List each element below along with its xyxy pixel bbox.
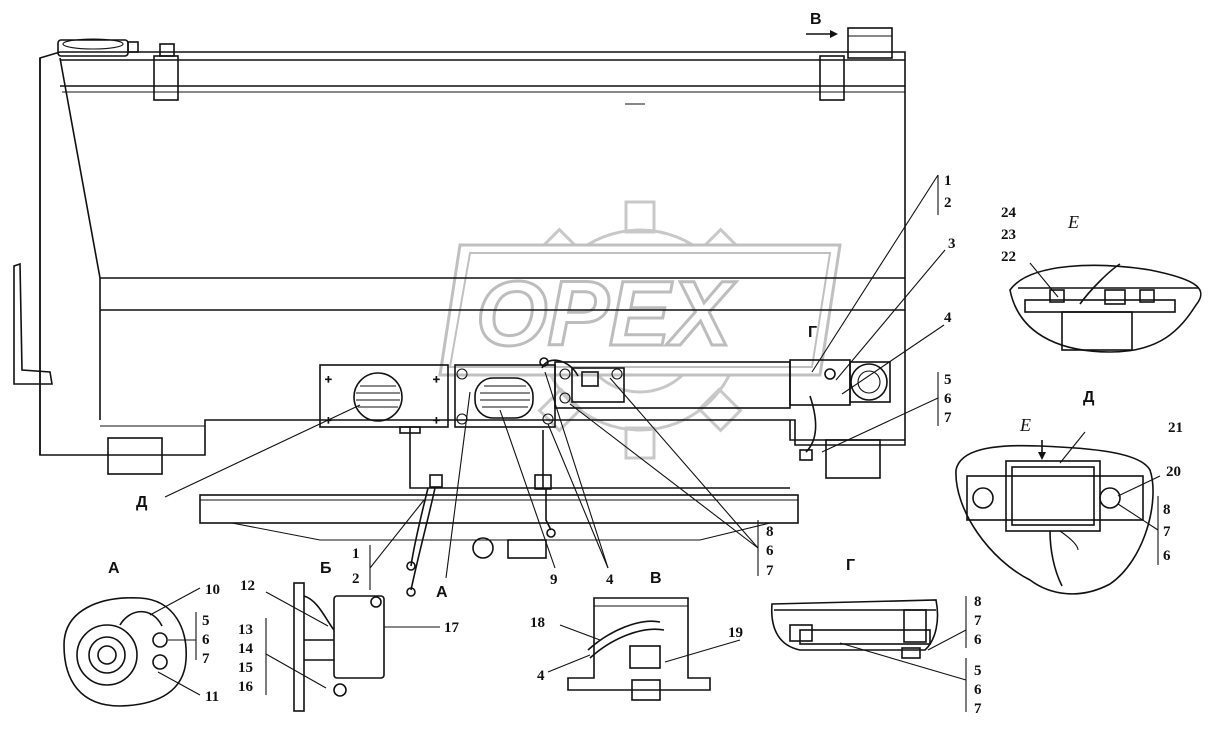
callout-20: 20 bbox=[1166, 464, 1181, 480]
callout-19: 19 bbox=[728, 625, 743, 641]
callout-2: 2 bbox=[352, 571, 360, 587]
callout-8: 8 bbox=[974, 594, 982, 610]
callout-6: 6 bbox=[974, 632, 982, 648]
callout-4: 4 bbox=[606, 572, 614, 588]
front-panels: + + + + bbox=[319, 357, 791, 597]
callout-6: 6 bbox=[944, 391, 952, 407]
callout-labels: 1 2 3 4 5 6 7 1 2 9 4 8 6 7 24 23 22 21 … bbox=[202, 173, 1183, 717]
detail-d bbox=[955, 431, 1161, 595]
callout-5: 5 bbox=[974, 663, 982, 679]
callout-2: 2 bbox=[944, 195, 952, 211]
callout-5: 5 bbox=[202, 613, 210, 629]
callout-3: 3 bbox=[948, 236, 956, 252]
detail-g bbox=[770, 596, 967, 712]
callout-10: 10 bbox=[205, 582, 220, 598]
callout-12: 12 bbox=[240, 578, 255, 594]
view-label-v: В bbox=[810, 11, 822, 28]
callout-22: 22 bbox=[1001, 249, 1016, 265]
callout-1: 1 bbox=[352, 546, 360, 562]
callout-7: 7 bbox=[974, 613, 982, 629]
view-title-v: В bbox=[650, 570, 662, 587]
callout-7: 7 bbox=[944, 410, 952, 426]
view-label-g: Г bbox=[808, 324, 817, 341]
detail-e bbox=[1009, 262, 1202, 353]
callout-14: 14 bbox=[238, 641, 254, 657]
svg-text:+: + bbox=[433, 413, 440, 427]
svg-text:+: + bbox=[325, 372, 332, 386]
callout-17: 17 bbox=[444, 620, 460, 636]
callout-7: 7 bbox=[202, 651, 210, 667]
view-label-d: Д bbox=[1083, 389, 1095, 406]
tank-body bbox=[13, 27, 906, 559]
callout-7: 7 bbox=[766, 563, 774, 579]
callout-6: 6 bbox=[974, 682, 982, 698]
callout-9: 9 bbox=[550, 572, 558, 588]
callout-6: 6 bbox=[766, 543, 774, 559]
detail-a bbox=[63, 587, 201, 707]
callout-6: 6 bbox=[202, 632, 210, 648]
callout-5: 5 bbox=[944, 372, 952, 388]
view-label-e: Е bbox=[1067, 212, 1079, 232]
view-title-b: Б bbox=[320, 560, 332, 577]
callout-24: 24 bbox=[1001, 205, 1017, 221]
callout-16: 16 bbox=[238, 679, 254, 695]
view-label-d-leader: Д bbox=[136, 494, 148, 511]
watermark-text: OPEX bbox=[476, 263, 736, 365]
callout-8: 8 bbox=[766, 524, 774, 540]
detail-b bbox=[265, 582, 440, 712]
callout-13: 13 bbox=[238, 622, 253, 638]
view-label-a-leader: А bbox=[436, 584, 448, 601]
callout-7: 7 bbox=[974, 701, 982, 717]
callout-4: 4 bbox=[537, 668, 545, 684]
callout-11: 11 bbox=[205, 689, 219, 705]
leader-lines bbox=[164, 174, 946, 590]
view-label-e-arrow: Е bbox=[1019, 415, 1031, 435]
callout-7: 7 bbox=[1163, 524, 1171, 540]
callout-8: 8 bbox=[1163, 502, 1171, 518]
svg-text:+: + bbox=[433, 372, 440, 386]
callout-6: 6 bbox=[1163, 548, 1171, 564]
detail-v bbox=[547, 597, 741, 701]
callout-1: 1 bbox=[944, 173, 952, 189]
view-title-g: Г bbox=[846, 557, 855, 574]
callout-4: 4 bbox=[944, 310, 952, 326]
callout-23: 23 bbox=[1001, 227, 1016, 243]
callout-21: 21 bbox=[1168, 420, 1183, 436]
view-title-a: А bbox=[108, 560, 120, 577]
callout-18: 18 bbox=[530, 615, 545, 631]
callout-15: 15 bbox=[238, 660, 253, 676]
